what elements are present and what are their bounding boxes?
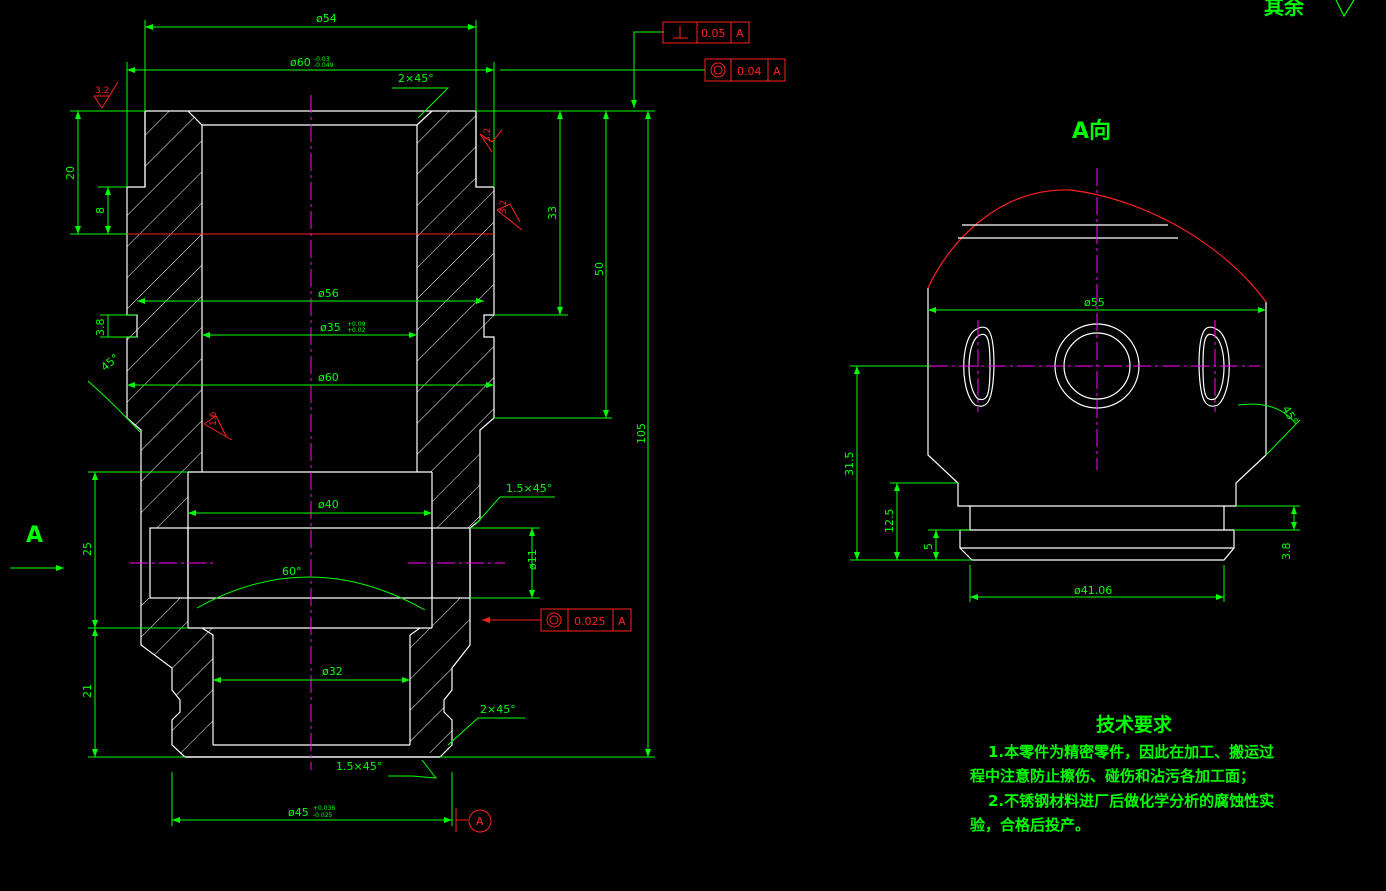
tol-conc1-datum: A [773,65,781,78]
dim-d60-tol-up: -0.03 [314,56,330,63]
side-dim-d41-06: ø41.06 [1074,584,1112,597]
dim-d32: ø32 [322,665,343,678]
datum-a-marker: A [455,808,492,833]
dim-h3-8: 3.8 [94,319,107,337]
dim-d60-tol: ø60 [290,56,311,69]
requirements-line-1: 1.本零件为精密零件，因此在加工、搬运过 [988,743,1274,761]
technical-requirements: 技术要求 1.本零件为精密零件，因此在加工、搬运过 程中注意防止擦伤、碰伤和沾污… [970,713,1274,834]
tol-conc2-datum: A [618,615,626,628]
dim-d45: ø45 [288,806,309,819]
tolerance-frame-conc-1: 0.04 A [500,58,786,82]
dim-h33: 33 [546,206,559,220]
dim-chamfer-right: 1.5×45° [506,482,552,495]
roughness-3: 3.2 [499,200,509,214]
side-centerlines [930,168,1260,470]
dim-d60-tol-low: -0.049 [314,62,334,69]
dim-d45-up: +0.036 [313,805,335,812]
tolerance-frame-conc-2: 0.025 A [482,608,632,632]
dim-d35: ø35 [320,321,341,334]
view-a-title: A向 [1072,118,1111,144]
dim-d35-up: +0.09 [347,321,366,328]
dim-h8: 8 [94,207,107,214]
side-dimensions [850,307,1301,602]
side-dim-h12-5: 12.5 [883,509,896,534]
section-hatch [127,111,494,757]
side-dim-h3-8: 3.8 [1280,543,1293,561]
requirements-line-2: 程中注意防止擦伤、碰伤和沾污各加工面； [970,767,1255,785]
dim-d35-low: +0.02 [347,327,366,334]
corner-remaining-note: 其余 [1264,0,1305,19]
side-dim-h5: 5 [922,543,935,550]
inner-bores [144,110,477,758]
dim-h105: 105 [635,423,648,444]
requirements-line-3: 2.不锈钢材料进厂后做化学分析的腐蚀性实 [988,792,1274,810]
roughness-marks [93,81,523,441]
dim-angle-60: 60° [282,565,302,578]
roughness-1: 3.2 [95,86,109,96]
tol-perp-datum: A [736,27,744,40]
dim-d56: ø56 [318,287,339,300]
side-dim-h31-5: 31.5 [843,452,856,477]
side-body [927,288,1267,507]
dim-h50: 50 [593,262,606,276]
dim-d54: ø54 [316,12,337,25]
side-top-arc [927,189,1267,303]
centerlines [130,95,505,770]
tol-perp-value: 0.05 [701,27,726,40]
datum-a-label: A [476,815,484,828]
roughness-2: 3.2 [483,128,493,142]
tol-conc2-value: 0.025 [574,615,606,628]
dim-chamfer-bottom: 2×45° [480,703,516,716]
dim-d11: ø11 [526,549,539,570]
view-arrow: A [10,523,64,571]
side-dim-labels: ø55 31.5 12.5 5 3.8 45° ø41.06 [843,296,1300,597]
dim-chamfer-base: 1.5×45° [336,760,382,773]
dim-d60: ø60 [318,371,339,384]
dim-d40: ø40 [318,498,339,511]
dim-chamfer-top: 2×45° [398,72,434,85]
front-dimensions [70,20,655,826]
side-dim-d55: ø55 [1084,296,1105,309]
view-arrow-label: A [26,523,43,548]
tolerance-frame-perp: 0.05 A [631,21,750,108]
dim-h25: 25 [81,542,94,556]
dim-h20: 20 [64,166,77,180]
requirements-title: 技术要求 [1096,713,1173,736]
tol-conc1-value: 0.04 [737,65,762,78]
dim-d45-low: -0.025 [313,812,333,819]
roughness-corner-icon [1335,0,1355,18]
roughness-4: 1.6 [209,411,219,426]
dim-h21: 21 [81,684,94,698]
front-section-view [126,95,505,770]
requirements-line-4: 验，合格后投产。 [970,816,1090,834]
dim-angle-45: 45° [98,351,121,373]
